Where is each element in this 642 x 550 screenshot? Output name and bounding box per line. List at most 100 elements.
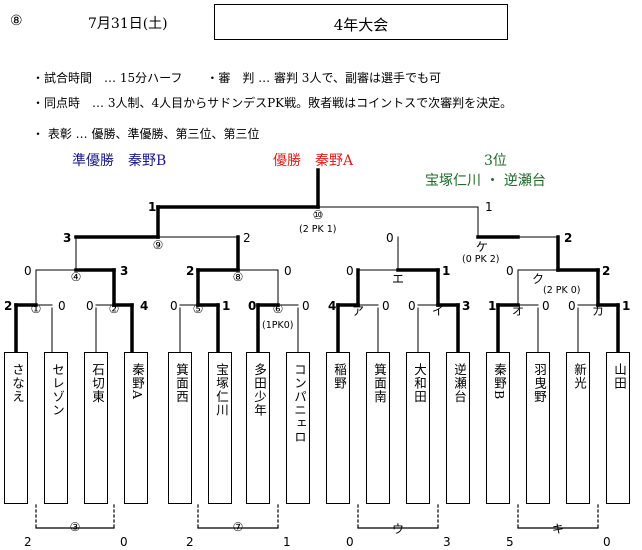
team-name: 新光: [572, 363, 587, 390]
match-label-5: ⑤: [192, 302, 204, 316]
team-name: さなえ: [10, 363, 25, 404]
pk-note-6: (1PK0): [262, 320, 294, 331]
match-label-6: ⑥: [272, 302, 284, 316]
team-name: 宝塚仁川: [214, 363, 229, 417]
note-awards: ・ 表彰 … 優勝、準優勝、第三位、第三位: [32, 127, 260, 141]
score: 0: [120, 535, 128, 549]
match-label-2: ②: [108, 302, 120, 316]
team-name: 大和田: [412, 363, 427, 404]
team-name: 秦野A: [130, 363, 145, 401]
score: 0: [568, 299, 576, 313]
team-box: コンパニェロ: [286, 352, 310, 504]
team-box: さなえ: [4, 352, 28, 504]
match-label-ku: ク: [531, 272, 544, 286]
team-name: 秦野B: [492, 363, 507, 401]
score: 0: [382, 299, 390, 313]
match-label-e: エ: [391, 272, 404, 286]
match-label-o: オ: [511, 304, 524, 318]
team-box: 逆瀬台: [446, 352, 470, 504]
match-label-ka: カ: [591, 304, 604, 318]
score: 2: [564, 231, 573, 245]
title-box: 4年大会: [214, 4, 508, 40]
match-label-8: ⑧: [232, 270, 244, 284]
score: 1: [488, 299, 497, 313]
team-box: 山田: [606, 352, 630, 504]
team-name: 逆瀬台: [452, 363, 467, 404]
score: 0: [248, 299, 257, 313]
note-tie-rule: ・同点時 … 3人制、4人目からサドンデスPK戦。敗者戦はコイントスで次審判を決…: [32, 96, 513, 110]
score: 0: [24, 264, 32, 278]
team-box: 羽曳野: [526, 352, 550, 504]
score: 2: [186, 264, 195, 278]
match-label-i: イ: [431, 304, 444, 318]
team-name: 多田少年: [252, 363, 267, 417]
champion-label: 優勝 秦野A: [273, 153, 354, 169]
score: 2: [602, 264, 611, 278]
team-name: 石切東: [90, 363, 105, 404]
score: 1: [222, 299, 231, 313]
score: 0: [346, 264, 354, 278]
third-place-label: 3位: [484, 153, 507, 169]
runner-up-label: 準優勝 秦野B: [72, 153, 167, 169]
note-time-referee: ・試合時間 … 15分ハーフ ・審 判 … 審判 3人で、副審は選手でも可: [32, 71, 441, 85]
score: 0: [170, 299, 178, 313]
score: 0: [284, 264, 292, 278]
team-name: 稲野: [332, 363, 347, 390]
score: 2: [24, 535, 32, 549]
team-box: 秦野A: [124, 352, 148, 504]
match-label-10: ⑩: [312, 208, 324, 222]
score: 2: [243, 231, 251, 245]
score: 0: [386, 231, 394, 245]
pk-note-final: (2 PK 1): [299, 224, 337, 235]
score: 4: [140, 299, 149, 313]
score: 1: [283, 535, 291, 549]
team-box: 新光: [566, 352, 590, 504]
score: 5: [506, 535, 514, 549]
score: 0: [86, 299, 94, 313]
match-label-7: ⑦: [232, 520, 244, 534]
score: 4: [328, 299, 337, 313]
team-box: 秦野B: [486, 352, 510, 504]
pk-note-ke: (0 PK 2): [462, 254, 500, 265]
score: 0: [408, 299, 416, 313]
score: 0: [346, 535, 354, 549]
score: 1: [622, 299, 631, 313]
match-label-a: ア: [351, 304, 364, 318]
team-box: 大和田: [406, 352, 430, 504]
team-box: 稲野: [326, 352, 350, 504]
score: 3: [443, 535, 451, 549]
tournament-number: ⑧: [10, 13, 23, 29]
team-name: 箕面西: [174, 363, 189, 404]
pk-note-ku: (2 PK 0): [543, 285, 581, 296]
team-box: 多田少年: [246, 352, 270, 504]
match-label-1: ①: [30, 302, 42, 316]
team-box: 石切東: [84, 352, 108, 504]
match-label-3: ③: [69, 520, 81, 534]
match-label-9: ⑨: [152, 238, 164, 252]
team-name: コンパニェロ: [292, 363, 307, 444]
match-label-ki: キ: [551, 522, 564, 536]
team-box: 箕面西: [168, 352, 192, 504]
team-name: セレゾン: [50, 363, 65, 417]
score: 1: [148, 200, 157, 214]
score: 0: [58, 299, 66, 313]
score: 0: [506, 264, 514, 278]
score: 0: [603, 535, 611, 549]
match-label-u: ウ: [391, 522, 404, 536]
match-label-ke: ケ: [475, 240, 488, 254]
tournament-title: 4年大会: [333, 16, 389, 34]
score: 3: [462, 299, 471, 313]
team-box: 宝塚仁川: [208, 352, 232, 504]
score: 0: [542, 299, 550, 313]
team-name: 羽曳野: [532, 363, 547, 404]
score: 1: [485, 200, 493, 214]
match-label-4: ④: [70, 270, 82, 284]
score: 3: [120, 264, 129, 278]
tournament-date: 7月31日(土): [88, 16, 168, 32]
team-name: 箕面南: [372, 363, 387, 404]
score: 2: [186, 535, 194, 549]
team-box: セレゾン: [44, 352, 68, 504]
team-box: 箕面南: [366, 352, 390, 504]
score: 2: [4, 299, 13, 313]
